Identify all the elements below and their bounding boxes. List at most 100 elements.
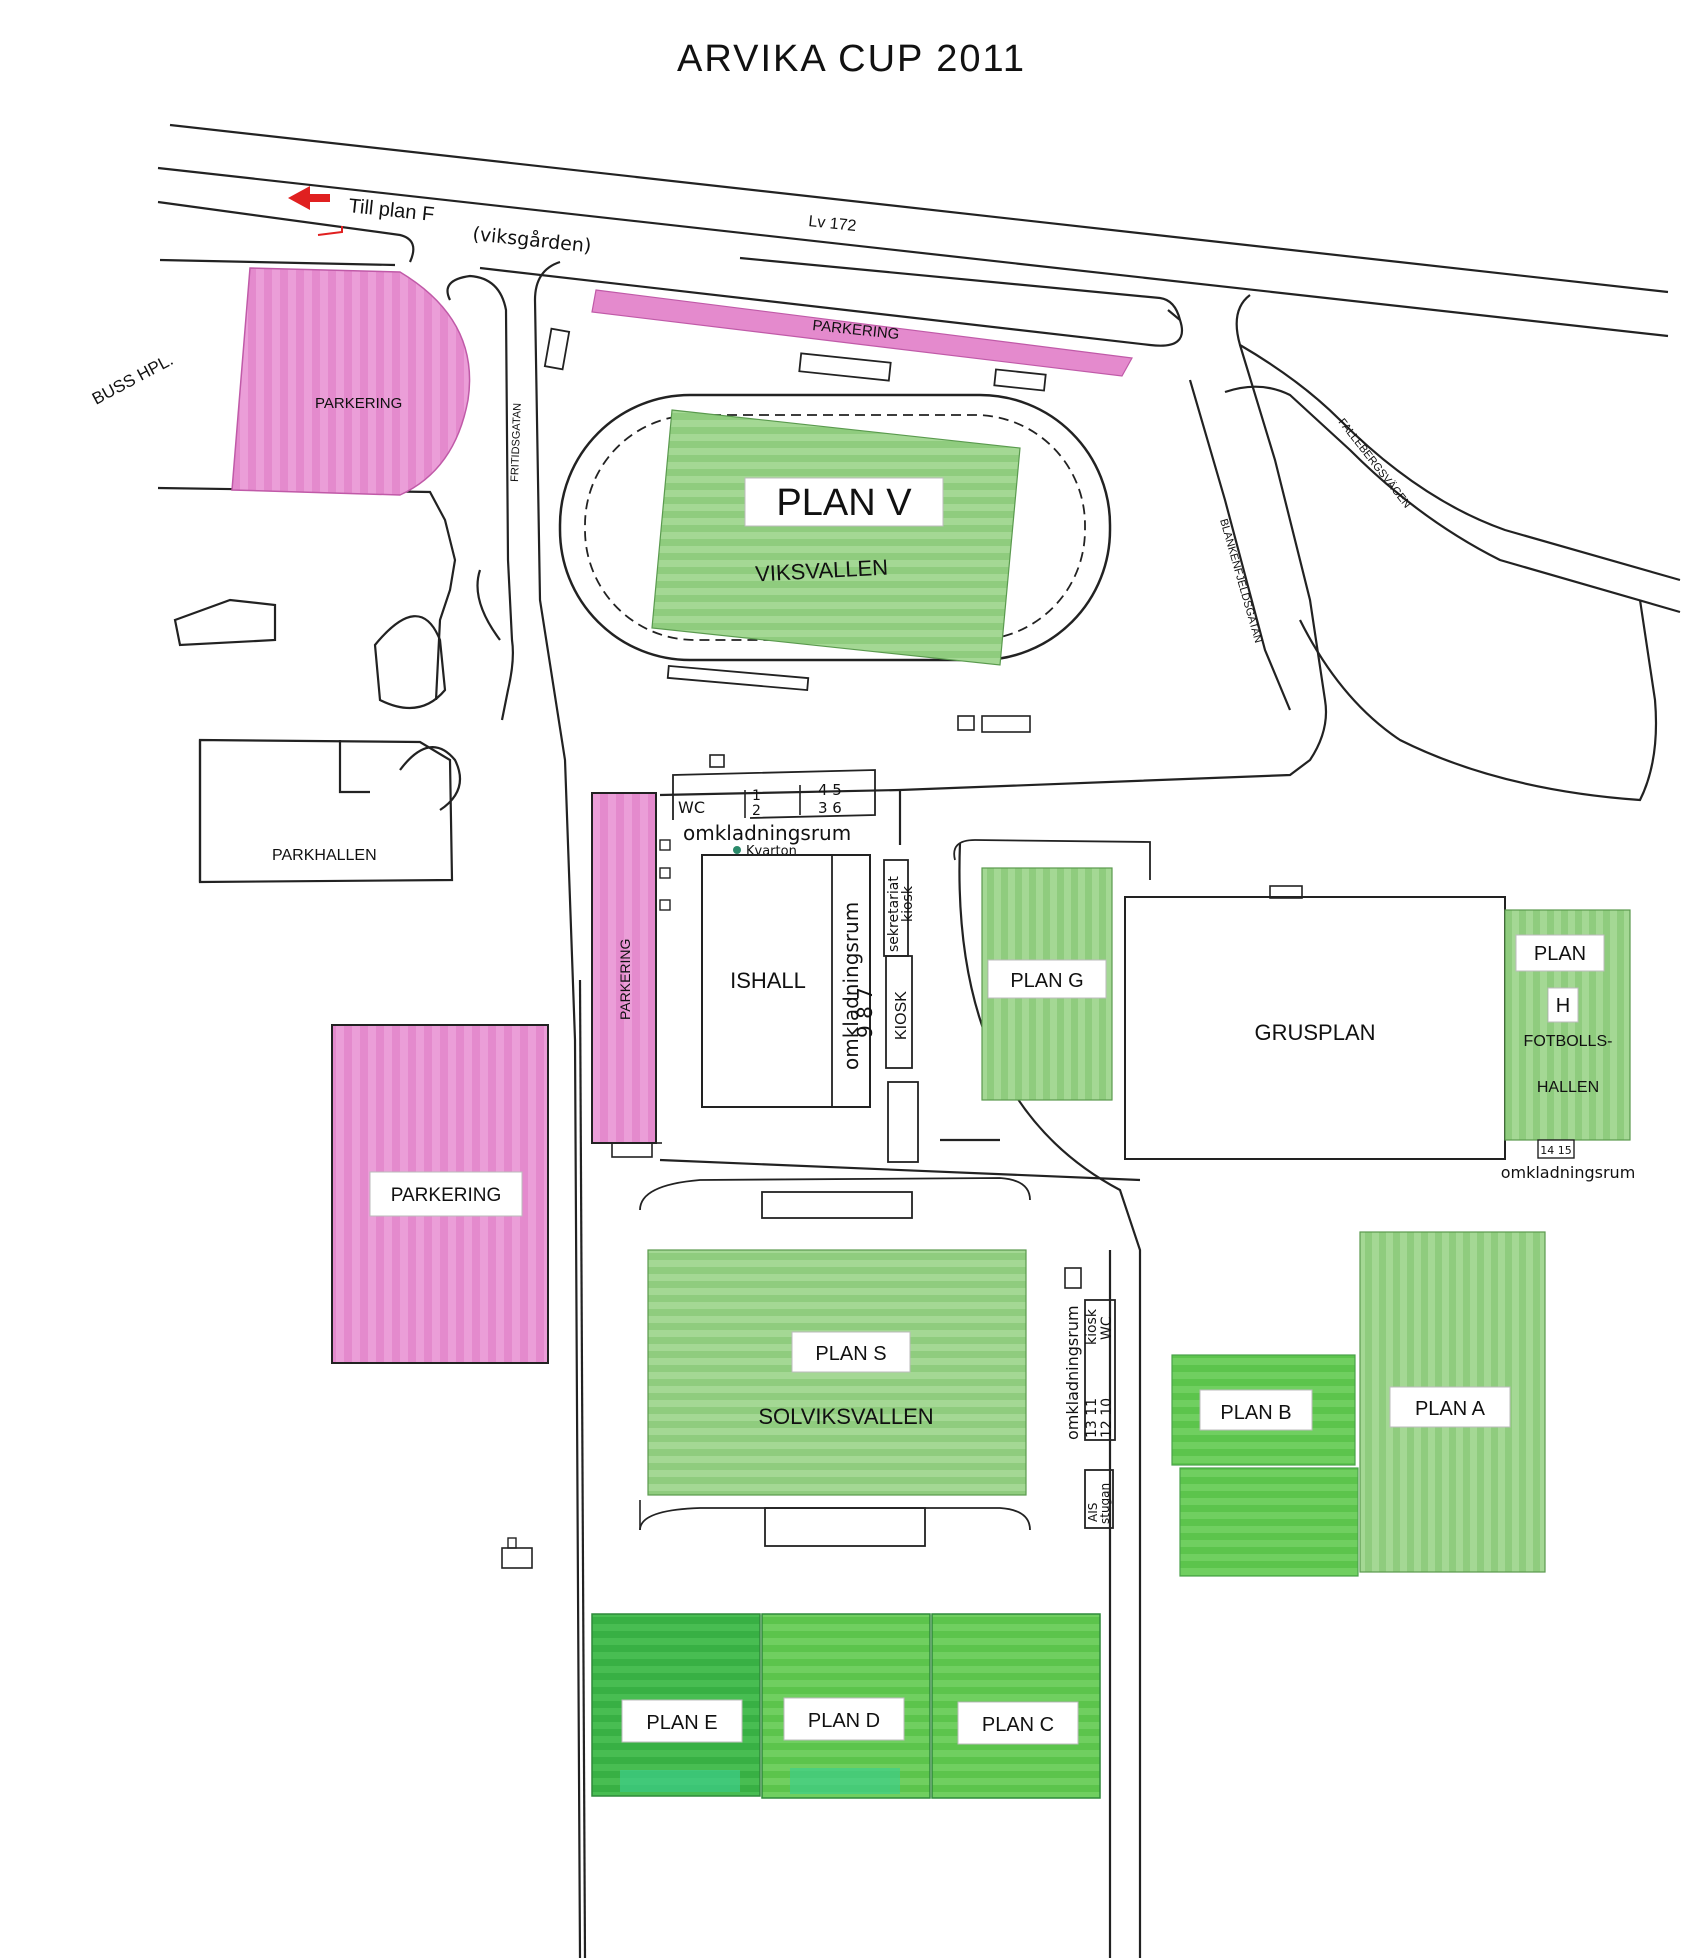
parking-center-label: PARKERING <box>617 939 633 1020</box>
road-lv172-label: Lv 172 <box>808 213 858 235</box>
kiosk-south-box <box>887 1081 919 1163</box>
field-plan-b-south <box>1179 1467 1359 1577</box>
plan-c-label: PLAN C <box>982 1714 1054 1736</box>
kiosk-label: KIOSK <box>893 991 910 1040</box>
ais-stugan-label-1: AIS <box>1086 1503 1100 1522</box>
road-left-top <box>159 258 396 267</box>
plan-e-label-box <box>621 1699 743 1743</box>
plan-d-label: PLAN D <box>808 1710 880 1732</box>
plan-h-label: PLAN <box>1534 943 1586 965</box>
ais-stugan-label-2: stugan <box>1098 1483 1112 1524</box>
parking-north-strip <box>591 289 1133 377</box>
plan-g-label: PLAN G <box>1010 970 1083 992</box>
omkladningsrum-s-label: omkladningsrum <box>1063 1305 1082 1440</box>
plan-v-label: PLAN V <box>776 482 912 524</box>
east-loop <box>1299 599 1658 802</box>
kiosk-building <box>885 955 913 1069</box>
plan-h-letter: H <box>1556 995 1570 1017</box>
solviks-small-box <box>1064 1267 1082 1289</box>
solviksvallen-stand-south-outline <box>639 1507 1031 1531</box>
plan-c-label-box <box>957 1701 1079 1745</box>
road-south-west-edge <box>578 979 587 1958</box>
service-road-return <box>739 256 1182 321</box>
plan-v-label-box <box>744 477 944 527</box>
buss-hpl-label: BUSS HPL. <box>89 350 176 408</box>
small-box <box>709 754 725 768</box>
small-building-west <box>173 598 277 647</box>
parking-big-label: PARKERING <box>391 1185 502 1206</box>
grusplan-label: GRUSPLAN <box>1254 1020 1375 1045</box>
blankenfjeldsgatan-label: BLANKENFJELDSGATAN <box>1217 518 1264 645</box>
plan-g-outline <box>953 839 1151 880</box>
fritidsgatan-label: FRITIDSGATAN <box>509 403 524 482</box>
plan-b-label: PLAN B <box>1220 1402 1291 1424</box>
road-lv172-north-edge <box>169 123 1669 294</box>
sekretariat-label: sekretariat <box>886 876 902 952</box>
rooms-top-1: 1 <box>752 788 761 804</box>
parking-left-label: PARKERING <box>315 395 402 412</box>
path-curve-2 <box>476 569 501 641</box>
service-road-north <box>479 266 1183 347</box>
omkladningsrum-top-label: omkladningsrum <box>683 821 851 845</box>
blankenfjeldsgatan-west-edge <box>1188 379 1292 711</box>
map-title: ARVIKA CUP 2011 <box>677 38 1026 80</box>
plan-e-turf-patch <box>620 1770 740 1792</box>
blankenfjeldsgatan-east-edge <box>659 344 1328 797</box>
roundabout-island <box>373 615 447 710</box>
marker-box-1 <box>659 839 671 851</box>
shed-north-west <box>543 327 571 371</box>
solviksvallen-stand-north-outline <box>639 1177 1031 1211</box>
kiosk-small-label: kiosk <box>900 885 916 922</box>
fallebergsvagen-north-edge <box>1235 294 1681 582</box>
building-changing-top <box>672 769 876 820</box>
fritidsgatan-east-edge <box>533 260 582 1958</box>
solviksvallen-stand-south <box>764 1507 926 1547</box>
road-left-bend <box>157 486 457 701</box>
rooms-h-box <box>1537 1139 1575 1159</box>
parkhallen-notch <box>338 740 370 794</box>
kiosk-s-label: kiosk <box>1084 1308 1100 1345</box>
plan-a-label: PLAN A <box>1415 1398 1486 1420</box>
field-plan-v <box>651 409 1021 666</box>
roads <box>157 123 1681 1958</box>
viksgarden-label: (viksgården) <box>471 222 592 257</box>
rooms-ishall-label: 9 8 7 <box>853 987 877 1038</box>
solviksvallen-label: SOLVIKSVALLEN <box>758 1404 933 1429</box>
running-track-outer <box>558 393 1112 662</box>
plan-s-label: PLAN S <box>815 1343 886 1365</box>
fotbollshallen-label-2: HALLEN <box>1537 1079 1599 1096</box>
plan-h-label-box <box>1515 934 1605 972</box>
plan-a-label-box <box>1389 1386 1511 1428</box>
plan-s-label-box <box>791 1331 911 1373</box>
rooms-s-label-a: 13 11 <box>1084 1398 1100 1438</box>
wc-s-label: WC <box>1099 1316 1115 1340</box>
omkladningsrum-h-label: omkladningsrum <box>1501 1163 1636 1182</box>
omkladningsrum-ishall-label: omkladningsrum <box>839 902 863 1070</box>
rooms-top-2: 2 <box>752 803 761 819</box>
small-building-chimney <box>507 1537 517 1549</box>
grusplan-shed <box>1269 885 1303 899</box>
marker-box-4 <box>611 1142 653 1158</box>
stand-south <box>666 664 810 692</box>
grusplan-field <box>1124 896 1506 1160</box>
fotbollshallen-label-1: FOTBOLLS- <box>1524 1033 1613 1050</box>
rooms-s-label-b: 12 10 <box>1099 1398 1115 1438</box>
rooms-top-36: 3 6 <box>818 799 842 817</box>
plan-d-label-box <box>783 1697 905 1741</box>
solviksvallen-stand-north <box>761 1191 913 1219</box>
parking-big-label-box <box>369 1171 523 1217</box>
parking-west <box>231 267 471 496</box>
path-curve <box>399 746 462 811</box>
fallebergsvagen-label: FALLEBERGSVÄGEN <box>1336 416 1413 510</box>
marker-box-3 <box>659 899 671 911</box>
parking-center-strip <box>591 792 657 1144</box>
red-arrow-icon <box>288 186 330 210</box>
parkhallen-label: PARKHALLEN <box>272 847 377 864</box>
fritidsgatan-west-edge <box>446 274 514 721</box>
wc-top-label: WC <box>678 798 705 817</box>
rooms-h-label: 14 15 <box>1540 1144 1572 1157</box>
shed-south-1 <box>957 715 975 731</box>
kvarton-marker <box>733 846 741 854</box>
plan-h-letter-box <box>1547 987 1579 1023</box>
stand-north-1 <box>798 352 892 382</box>
